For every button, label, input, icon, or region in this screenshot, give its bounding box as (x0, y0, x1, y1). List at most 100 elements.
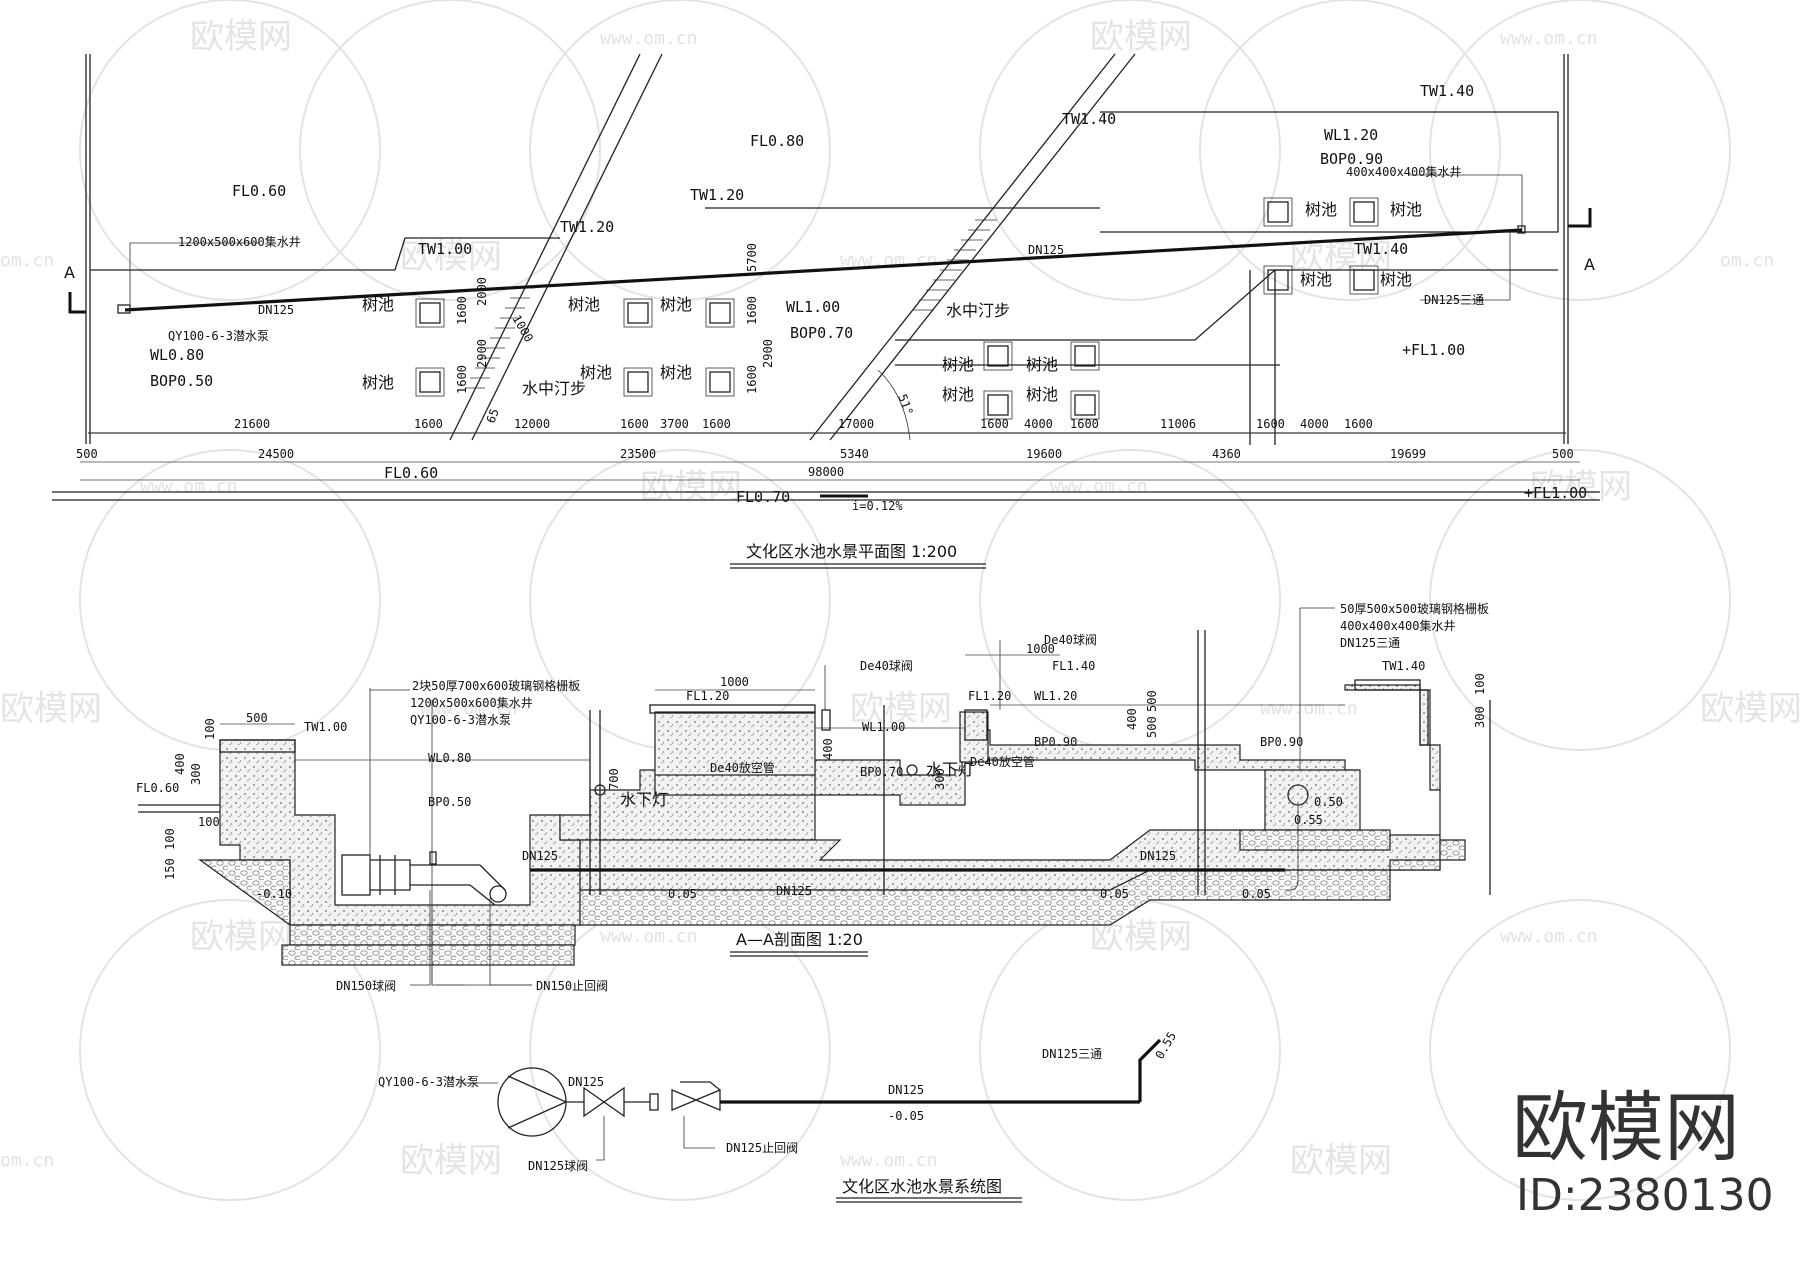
level-label: FL0.60 (136, 781, 179, 795)
section-label: DN150止回阀 (536, 979, 608, 993)
dim-inner: 2900 (761, 339, 775, 368)
watermark-brand: 欧模网 (400, 237, 502, 277)
dim-value: 4000 (1024, 417, 1053, 431)
tree-pit-label: 树池 (1026, 355, 1058, 374)
stepping-stones-2 (912, 219, 997, 311)
watermark-brand: 欧模网 (0, 689, 102, 729)
dim-value: 1600 (1256, 417, 1285, 431)
section-label: De40球阀 (860, 659, 913, 673)
dim-inner: 1600 (745, 296, 759, 325)
watermark-url: om.cn (0, 1150, 54, 1171)
watermark-url: www.om.cn (600, 926, 698, 947)
dim-inner: 65 (484, 407, 502, 425)
dim-value: 1000 (1026, 642, 1055, 656)
level-label: TW1.00 (304, 720, 347, 734)
level-label: BOP0.90 (1320, 150, 1383, 168)
section-note: 1200x500x600集水井 (410, 695, 533, 710)
tree-pit-label: 树池 (362, 373, 394, 392)
watermark-url: om.cn (0, 250, 54, 271)
section-label: 水下灯 (926, 760, 974, 779)
watermark-brand: 欧模网 (1090, 17, 1192, 57)
tree-pit-labels: 树池 树池 树池 树池 树池 树池 树池 树池 树池 树池 树池 树池 树池 树… (362, 200, 1422, 404)
dim-inner: 5700 (745, 243, 759, 272)
dim-value: 17000 (838, 417, 874, 431)
level-label: FL0.60 (384, 464, 438, 482)
level-label: FL1.20 (968, 689, 1011, 703)
dim-value: 1600 (1344, 417, 1373, 431)
level-label: WL0.80 (150, 346, 204, 364)
section-mark-a: A (1584, 255, 1595, 274)
section-note: 50厚500x500玻璃钢格栅板 (1340, 601, 1489, 616)
level-label: BOP0.70 (790, 324, 853, 342)
tree-pit-label: 树池 (660, 295, 692, 314)
stepping-stone-label: 水中汀步 (522, 379, 586, 398)
level-label: FL1.40 (1052, 659, 1095, 673)
dim-value: 1000 (720, 675, 749, 689)
tree-pit-label: 树池 (1390, 200, 1422, 219)
level-label: WL1.00 (786, 298, 840, 316)
level-label: BP0.90 (1260, 735, 1303, 749)
watermark-url: www.om.cn (1260, 698, 1358, 719)
dim-total: 98000 (808, 465, 844, 479)
level-label: 0.05 (1242, 887, 1271, 901)
system-level: -0.05 (888, 1109, 924, 1123)
dim-value: 500 (1552, 447, 1574, 461)
level-label: WL1.20 (1034, 689, 1077, 703)
watermark-circles (79, 0, 1731, 1201)
dim-value: 21600 (234, 417, 270, 431)
section-note: DN125三通 (1340, 636, 1400, 650)
watermark-url: www.om.cn (1050, 476, 1148, 497)
dim-value: 500 (1145, 716, 1159, 738)
level-label: TW1.40 (1062, 110, 1116, 128)
watermark-layer: 欧模网 欧模网 www.om.cn www.om.cn 欧模网 欧模网 om.c… (0, 0, 1800, 1201)
watermark-url: www.om.cn (840, 1150, 938, 1171)
dim-value: 1600 (980, 417, 1009, 431)
level-label: 0.05 (1100, 887, 1129, 901)
level-label: BP0.50 (428, 795, 471, 809)
dim-value: 1600 (702, 417, 731, 431)
ball-valve-symbol (583, 1086, 625, 1118)
section-label: DN150球阀 (336, 979, 396, 993)
watermark-brand: 欧模网 (400, 1141, 502, 1181)
pipe-label: DN125 (1140, 849, 1176, 863)
dim-value: 100 (163, 828, 177, 850)
stepping-stone-label: 水中汀步 (946, 301, 1010, 320)
level-label: -0.10 (256, 887, 292, 901)
dim-inner: 1600 (455, 365, 469, 394)
tree-pit-label: 树池 (1380, 270, 1412, 289)
level-label: BP0.90 (1034, 735, 1077, 749)
level-label: WL1.20 (1324, 126, 1378, 144)
dim-value: 100 (198, 815, 220, 829)
dim-value: 19699 (1390, 447, 1426, 461)
level-label: WL0.80 (428, 751, 471, 765)
tree-pit-label: 树池 (568, 295, 600, 314)
dim-inner: 2900 (475, 339, 489, 368)
dim-value: 400 (173, 753, 187, 775)
tree-pits (415, 197, 1379, 420)
dim-value: 300 (1473, 706, 1487, 728)
tree-pit-label: 树池 (1026, 385, 1058, 404)
level-label: WL1.00 (862, 720, 905, 734)
system-pipe-label: DN125 (568, 1075, 604, 1089)
model-id: ID:2380130 (1516, 1170, 1774, 1221)
level-label: BOP0.50 (150, 372, 213, 390)
section-mark-a: A (64, 263, 75, 282)
watermark-brand: 欧模网 (190, 917, 292, 957)
dim-value: 100 (203, 718, 217, 740)
stepping-stones-1 (465, 287, 535, 389)
tree-pit-label: 树池 (942, 385, 974, 404)
level-label: FL0.70 (736, 488, 790, 506)
dim-value: 1600 (1070, 417, 1099, 431)
tree-pit-label: 树池 (1300, 270, 1332, 289)
dim-row-1: 21600 1600 12000 1600 3700 1600 17000 16… (234, 417, 1373, 431)
level-label: FL0.60 (232, 182, 286, 200)
system-pump-label: QY100-6-3潜水泵 (378, 1075, 479, 1089)
dim-value: 5340 (840, 447, 869, 461)
note-sump-400: 400x400x400集水井 (1346, 164, 1461, 179)
tree-pit-label: 树池 (362, 295, 394, 314)
dim-value: 150 (163, 858, 177, 880)
section-label: 水下灯 (620, 790, 668, 809)
tree-pit-label: 树池 (942, 355, 974, 374)
level-label: 0.05 (668, 887, 697, 901)
dim-inner: 1600 (745, 365, 759, 394)
